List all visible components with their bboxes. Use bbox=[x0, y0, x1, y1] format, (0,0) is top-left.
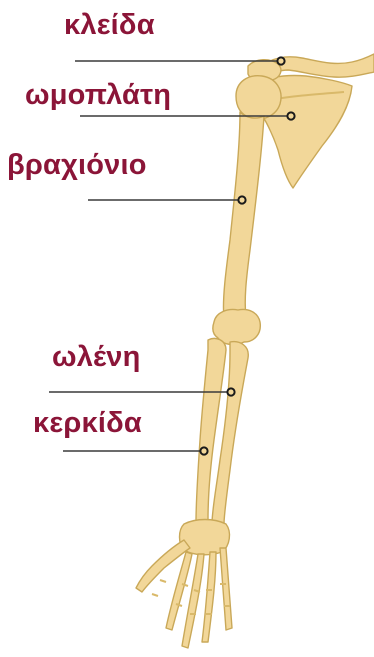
finger-little-bones bbox=[220, 548, 232, 630]
marker-humerus bbox=[238, 196, 245, 203]
label-ulna: ωλένη bbox=[52, 341, 141, 373]
marker-ulna bbox=[227, 388, 234, 395]
label-scapula: ωμοπλάτη bbox=[25, 79, 171, 111]
marker-radius bbox=[200, 447, 207, 454]
humerus-head bbox=[236, 76, 281, 120]
finger-ring-bones bbox=[202, 552, 216, 642]
bones-group bbox=[136, 54, 374, 648]
label-clavicle: κλείδα bbox=[64, 9, 155, 41]
label-humerus: βραχιόνιο bbox=[7, 149, 147, 181]
label-radius: κερκίδα bbox=[33, 407, 142, 439]
marker-clavicle bbox=[277, 57, 284, 64]
humerus-bone bbox=[223, 112, 264, 318]
marker-scapula bbox=[287, 112, 294, 119]
